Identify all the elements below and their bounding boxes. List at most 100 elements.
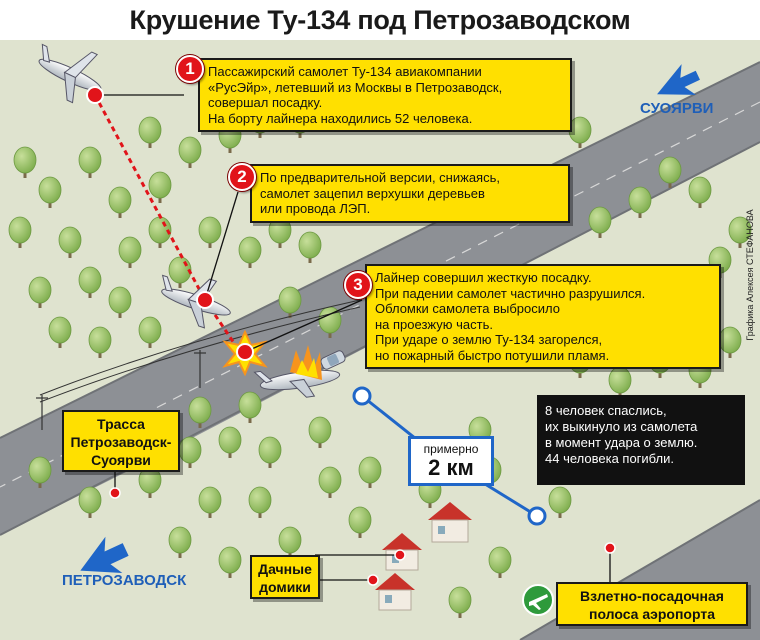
step-1-callout: Пассажирский самолет Ту-134 авиакомпании… (198, 58, 572, 132)
step-2-number: 2 (228, 163, 256, 191)
tree (218, 426, 242, 454)
tree (48, 316, 72, 344)
step-1-line: На борту лайнера находились 52 человека. (208, 110, 473, 126)
tree (608, 366, 632, 394)
airplane-approach (38, 43, 102, 104)
step-1-line: «РусЭйр», летевший из Москвы в Петрозаво… (208, 79, 503, 95)
runway-label-line: Взлетно-посадочная (580, 588, 724, 604)
step-3-number: 3 (344, 271, 372, 299)
step-3-line: При падении самолет частично разрушился. (375, 285, 646, 301)
tree (78, 146, 102, 174)
tree (28, 456, 52, 484)
step-1-line: Пассажирский самолет Ту-134 авиакомпании (208, 64, 482, 79)
distance-label: примерно (423, 442, 479, 456)
step-2-line: самолет зацепил верхушки деревьев (260, 185, 485, 201)
tree (628, 186, 652, 214)
step-3-callout: Лайнер совершил жесткую посадку. При пад… (365, 264, 721, 369)
tree (568, 116, 592, 144)
casualties-line: 44 человека погибли. (545, 451, 675, 466)
tree (38, 176, 62, 204)
route-point-crash (352, 386, 372, 406)
tree (28, 276, 52, 304)
step-3-line: Лайнер совершил жесткую посадку. (375, 270, 592, 285)
tree (238, 236, 262, 264)
distance-badge: примерно 2 км (408, 436, 494, 486)
tree (718, 326, 742, 354)
tree (658, 156, 682, 184)
houses-label-line: домики (259, 579, 311, 595)
highway-edge-top (0, 61, 760, 439)
tree (78, 266, 102, 294)
airport-icon (522, 584, 554, 616)
casualties-line: в момент удара о землю. (545, 435, 698, 450)
road-label-line: Петрозаводск- (70, 434, 172, 450)
tree (198, 216, 222, 244)
step-3-line: на проезжую часть. (375, 316, 493, 332)
tree (8, 216, 32, 244)
tree (488, 546, 512, 574)
tree (238, 391, 262, 419)
house (428, 502, 472, 543)
runway-label: Взлетно-посадочная полоса аэропорта (556, 582, 748, 626)
graphics-credit: Графика Алексея СТЕФАНОВА (742, 150, 758, 400)
tree (168, 526, 192, 554)
casualties-line: их выкинуло из самолета (545, 419, 698, 434)
tree (58, 226, 82, 254)
tree (88, 326, 112, 354)
tree (148, 171, 172, 199)
page-title: Крушение Ту-134 под Петрозаводском (0, 0, 760, 40)
step-3-line: но пожарный быстро потушили пламя. (375, 347, 610, 363)
pin-markers (86, 86, 616, 586)
step-2-callout: По предварительной версии, снижаясь, сам… (250, 164, 570, 223)
graphics-credit-text: Графика Алексея СТЕФАНОВА (745, 209, 755, 341)
tree (138, 316, 162, 344)
tree (78, 486, 102, 514)
tree (588, 206, 612, 234)
step-3-line: При ударе о землю Ту-134 загорелся, (375, 332, 603, 347)
step-1-number: 1 (176, 55, 204, 83)
descent-path (93, 94, 207, 301)
runway-label-line: полоса аэропорта (588, 606, 715, 622)
callout-pointers (95, 94, 611, 582)
tree (178, 436, 202, 464)
tree (178, 136, 202, 164)
tree (118, 236, 142, 264)
road-label-line: Трасса (97, 416, 145, 432)
tree (358, 456, 382, 484)
step-1-line: совершал посадку. (208, 95, 323, 110)
tree (688, 176, 712, 204)
distance-value: 2 км (428, 455, 474, 480)
houses-label: Дачные домики (250, 555, 320, 599)
tree (318, 466, 342, 494)
tree (13, 146, 37, 174)
tree (188, 396, 212, 424)
city-label-petrozavodsk: ПЕТРОЗАВОДСК (62, 572, 187, 589)
tree (308, 416, 332, 444)
houses-label-line: Дачные (258, 561, 312, 577)
power-line (39, 306, 361, 403)
route-point-runway (527, 506, 547, 526)
step-2-line: или провода ЛЭП. (260, 201, 371, 216)
tree (108, 286, 132, 314)
tree (108, 186, 132, 214)
direction-arrow-northeast-icon (657, 64, 700, 95)
casualties-box: 8 человек спаслись, их выкинуло из самол… (537, 395, 745, 485)
tree (198, 486, 222, 514)
direction-arrow-southwest-icon (80, 536, 129, 574)
tree (278, 286, 302, 314)
power-pylon (36, 350, 206, 430)
tree (248, 486, 272, 514)
tree (548, 486, 572, 514)
city-label-suoyarvi: СУОЯРВИ (640, 100, 714, 117)
tree (218, 546, 242, 574)
casualties-line: 8 человек спаслись, (545, 403, 667, 418)
step-3-line: Обломки самолета выбросило (375, 301, 560, 316)
road-label-line: Суоярви (91, 452, 151, 468)
tree (298, 231, 322, 259)
fire (290, 345, 322, 380)
step-2-line: По предварительной версии, снижаясь, (260, 170, 500, 185)
tree (278, 526, 302, 554)
tree (448, 586, 472, 614)
power-line (39, 299, 361, 396)
